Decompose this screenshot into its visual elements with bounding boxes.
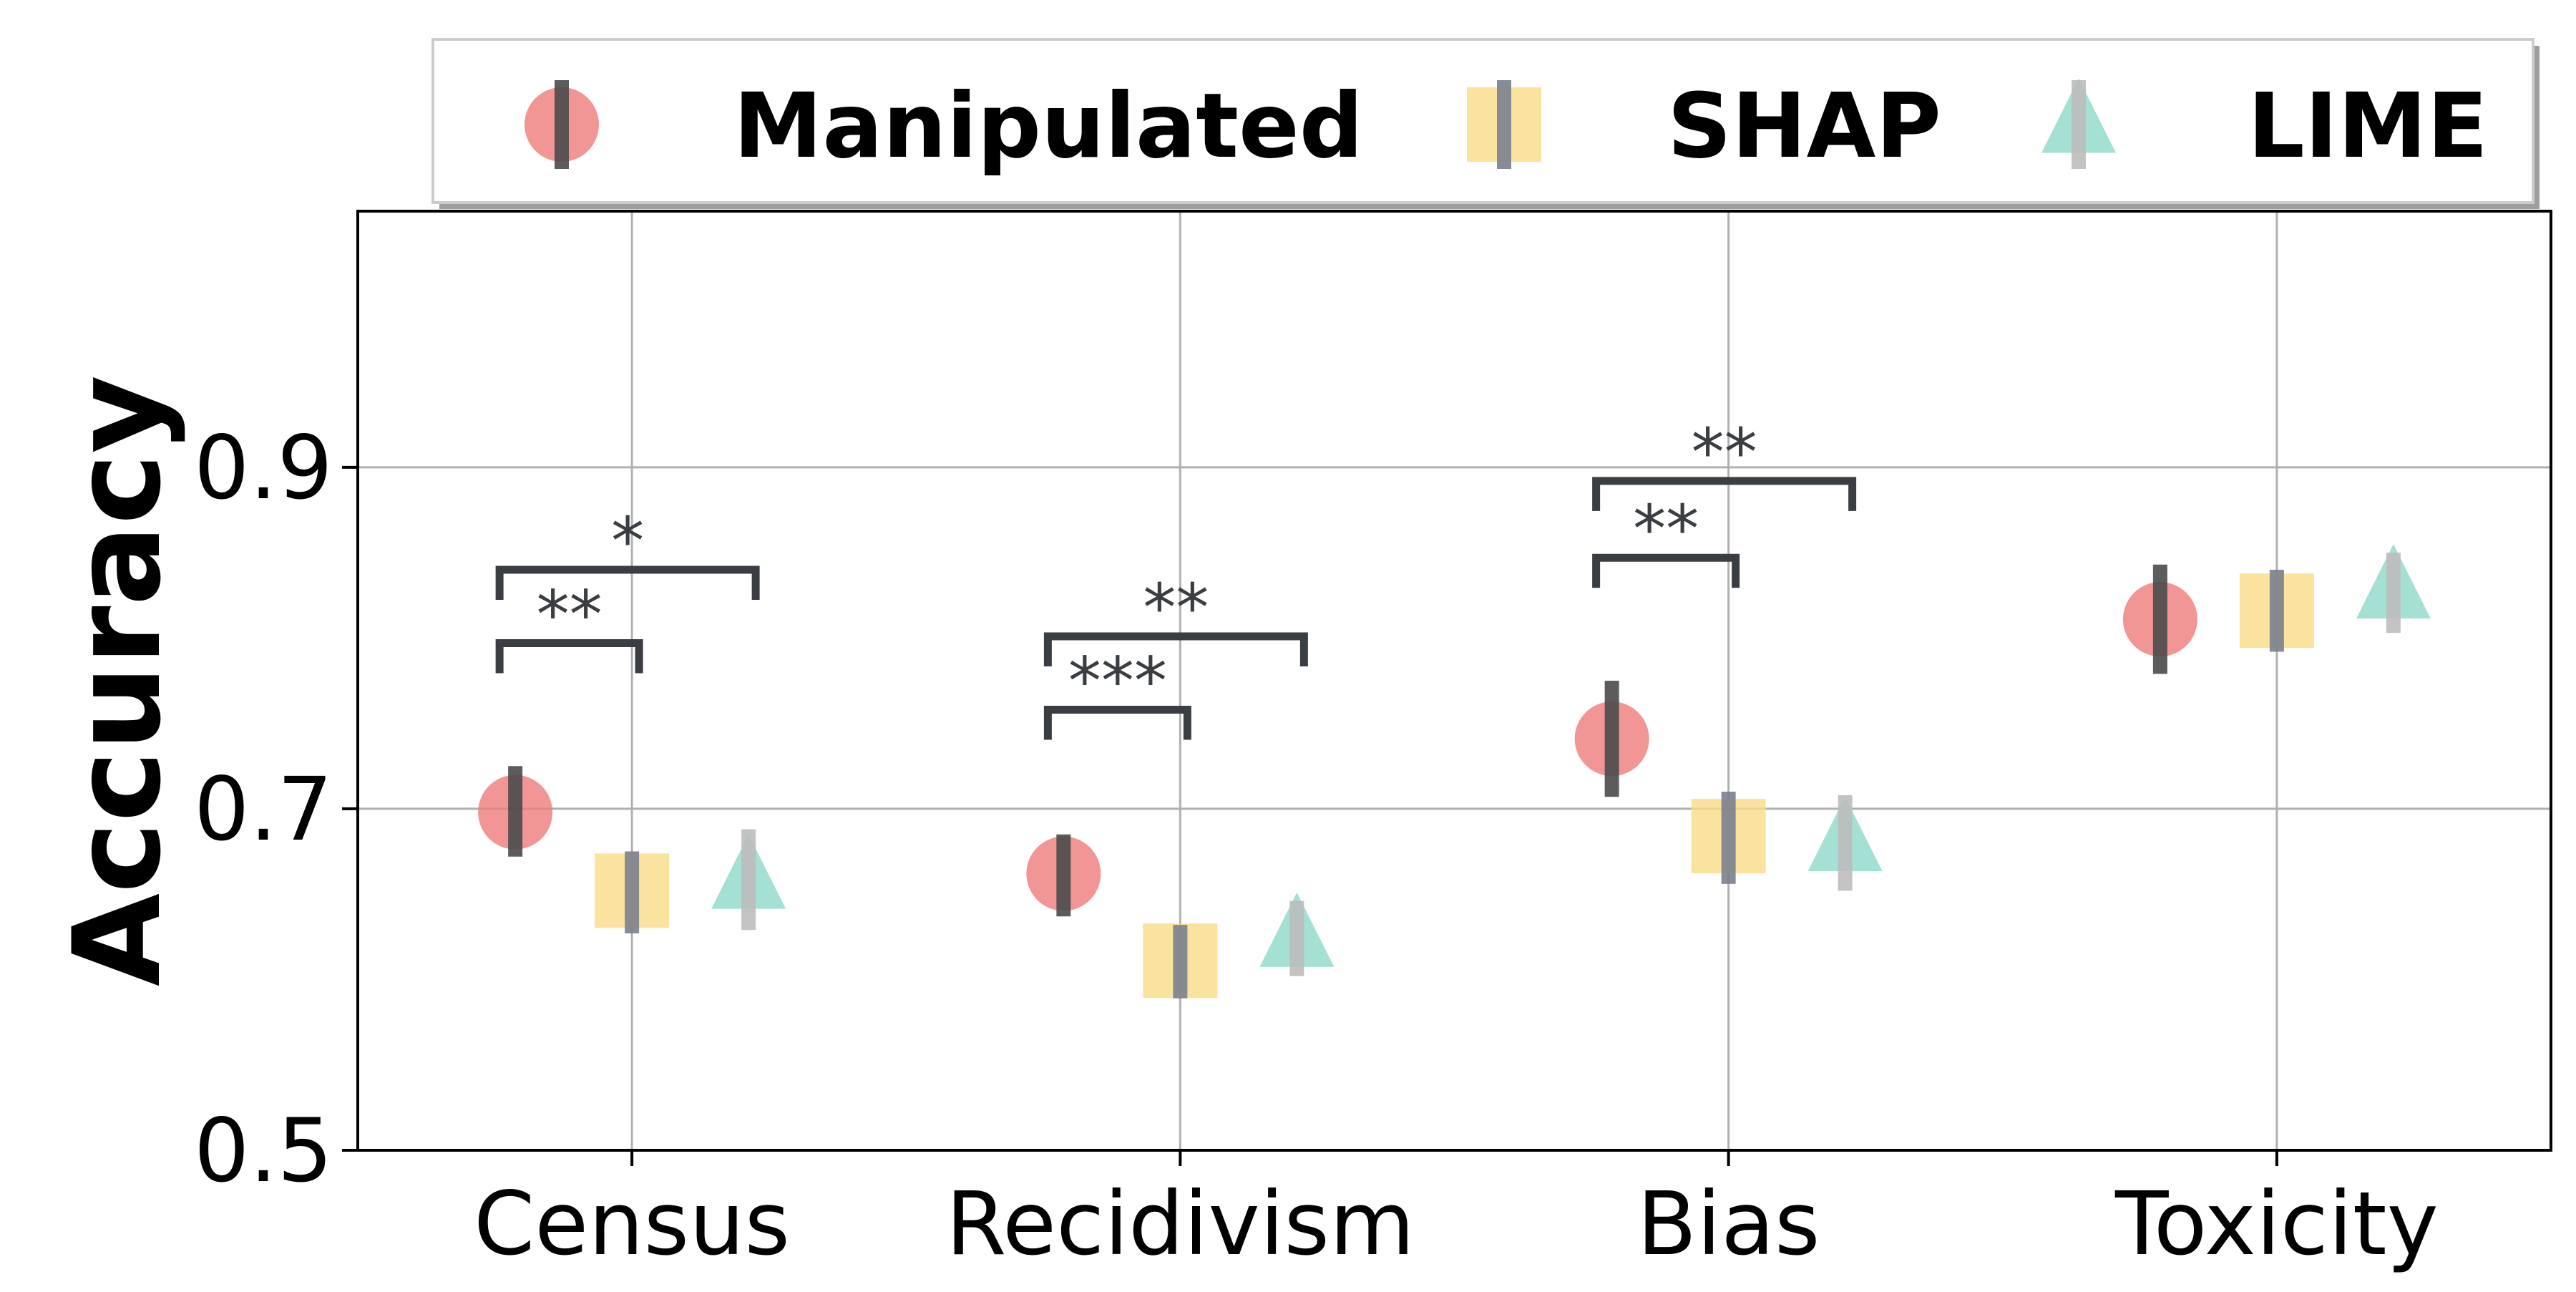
x-tick-label-census: Census bbox=[474, 1173, 790, 1275]
legend-label-lime: LIME bbox=[2248, 74, 2488, 178]
y-tick-label: 0.5 bbox=[194, 1100, 333, 1202]
x-tick-label-bias: Bias bbox=[1637, 1173, 1820, 1275]
significance-bracket bbox=[1592, 553, 1740, 588]
significance-bracket bbox=[1043, 632, 1308, 666]
x-tick-label-recidivism: Recidivism bbox=[946, 1173, 1415, 1275]
x-tick-label-toxicity: Toxicity bbox=[2114, 1173, 2439, 1275]
significance-bracket bbox=[1043, 706, 1191, 740]
significance-bracket bbox=[495, 639, 643, 674]
y-axis-label: Accuracy bbox=[47, 375, 187, 986]
y-tick-label: 0.9 bbox=[194, 417, 333, 519]
significance-bracket bbox=[1592, 477, 1857, 511]
significance-bracket bbox=[495, 565, 760, 600]
legend-label-shap: SHAP bbox=[1667, 74, 1941, 178]
plot-frame bbox=[356, 210, 2552, 1152]
significance-label: ** bbox=[1633, 491, 1699, 568]
significance-label: ** bbox=[1692, 414, 1757, 491]
y-tick-label: 0.7 bbox=[194, 759, 333, 860]
significance-label: * bbox=[611, 503, 644, 580]
significance-label: ** bbox=[1143, 570, 1209, 646]
significance-label: *** bbox=[1068, 643, 1167, 720]
legend-label-manipulated: Manipulated bbox=[733, 74, 1363, 178]
significance-label: ** bbox=[537, 577, 602, 654]
